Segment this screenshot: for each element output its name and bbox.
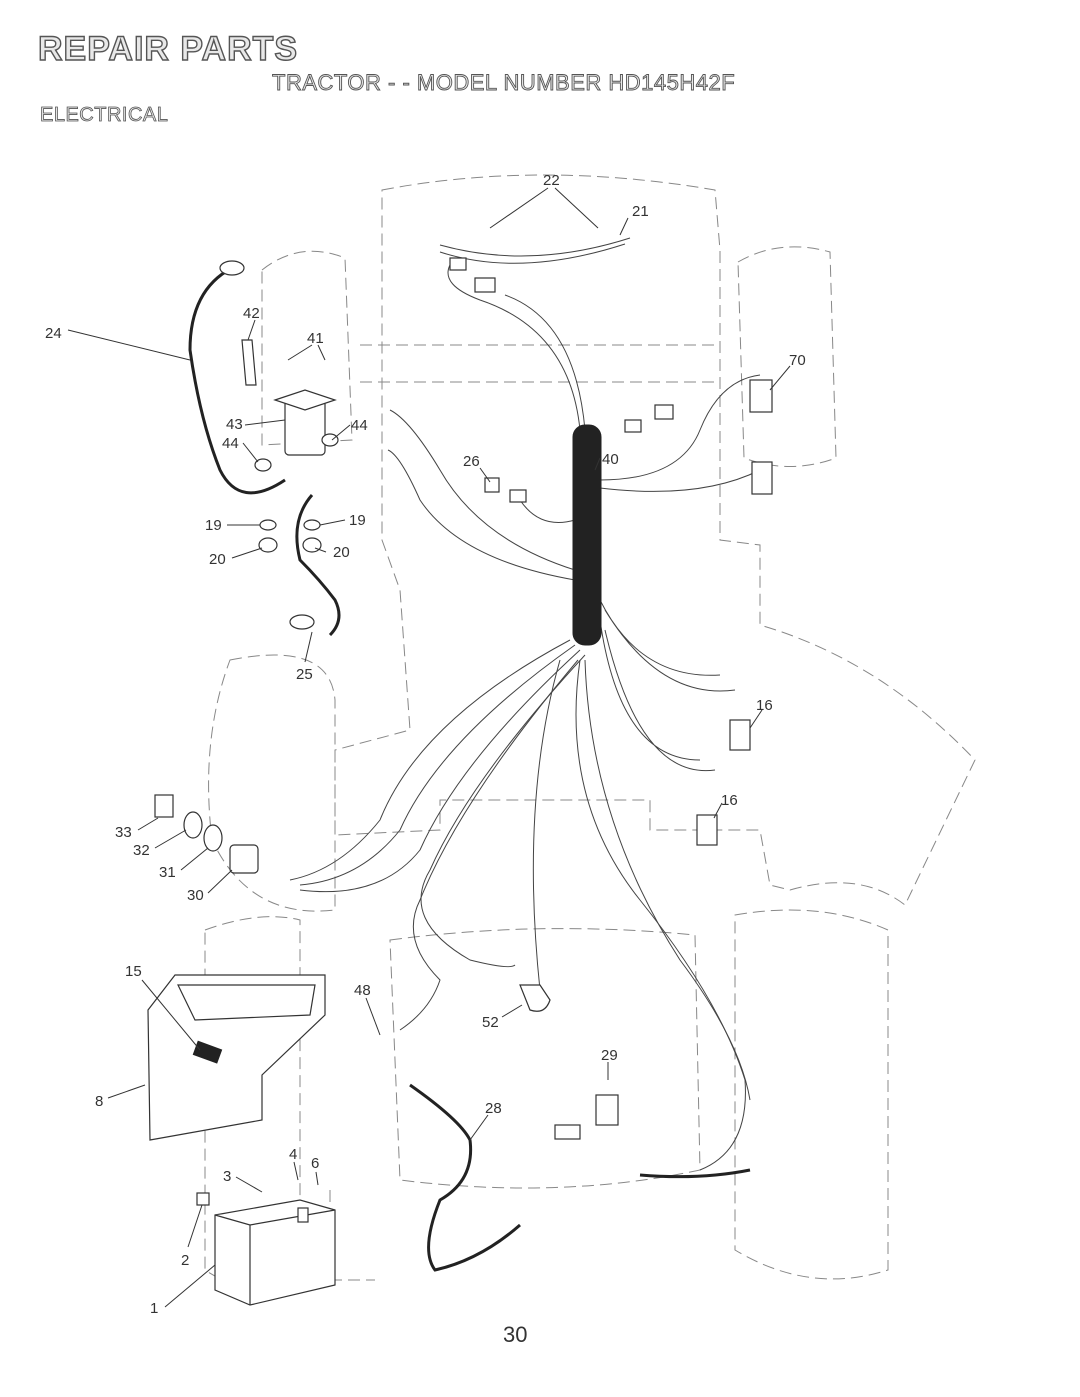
battery	[196, 1192, 336, 1306]
callout-20a: 20	[209, 551, 226, 568]
callout-43: 43	[226, 416, 243, 433]
section-heading: ELECTRICAL	[40, 104, 169, 127]
callout-15: 15	[125, 963, 142, 980]
callout-70: 70	[789, 352, 806, 369]
callout-4: 4	[289, 1146, 297, 1163]
callout-33: 33	[115, 824, 132, 841]
callout-20b: 20	[333, 544, 350, 561]
leader-lines	[67, 187, 791, 1308]
callout-48: 48	[354, 982, 371, 999]
callout-2: 2	[181, 1252, 189, 1269]
ignition-switch	[154, 794, 259, 874]
callout-16a: 16	[756, 697, 773, 714]
callout-24: 24	[45, 325, 62, 342]
callout-21: 21	[632, 203, 649, 220]
callout-44a: 44	[351, 417, 368, 434]
page-number: 30	[503, 1322, 528, 1347]
callout-3: 3	[223, 1168, 231, 1185]
callouts: 22 21 42 41 24 70 43 44 44 26 40 19 19 2…	[45, 172, 806, 1317]
callout-41: 41	[307, 330, 324, 347]
callout-1: 1	[150, 1300, 158, 1317]
callout-6: 6	[311, 1155, 319, 1172]
callout-44b: 44	[222, 435, 239, 452]
callout-8: 8	[95, 1093, 103, 1110]
model-subtitle: TRACTOR - - MODEL NUMBER HD145H42F	[272, 70, 736, 96]
callout-19a: 19	[205, 517, 222, 534]
callout-31: 31	[159, 864, 176, 881]
callout-32: 32	[133, 842, 150, 859]
callout-42: 42	[243, 305, 260, 322]
callout-19b: 19	[349, 512, 366, 529]
callout-22: 22	[543, 172, 560, 189]
callout-30: 30	[187, 887, 204, 904]
connectors	[449, 257, 773, 1140]
wiring-harness	[289, 237, 761, 1171]
callout-16b: 16	[721, 792, 738, 809]
callout-40: 40	[602, 451, 619, 468]
callout-29: 29	[601, 1047, 618, 1064]
callout-28: 28	[485, 1100, 502, 1117]
solenoid-assembly	[219, 260, 339, 630]
harness-loom	[572, 424, 602, 646]
battery-cables	[188, 266, 751, 1272]
page-title: REPAIR PARTS	[37, 29, 299, 68]
callout-52: 52	[482, 1014, 499, 1031]
battery-box	[147, 974, 326, 1141]
callout-25: 25	[296, 666, 313, 683]
callout-26: 26	[463, 453, 480, 470]
